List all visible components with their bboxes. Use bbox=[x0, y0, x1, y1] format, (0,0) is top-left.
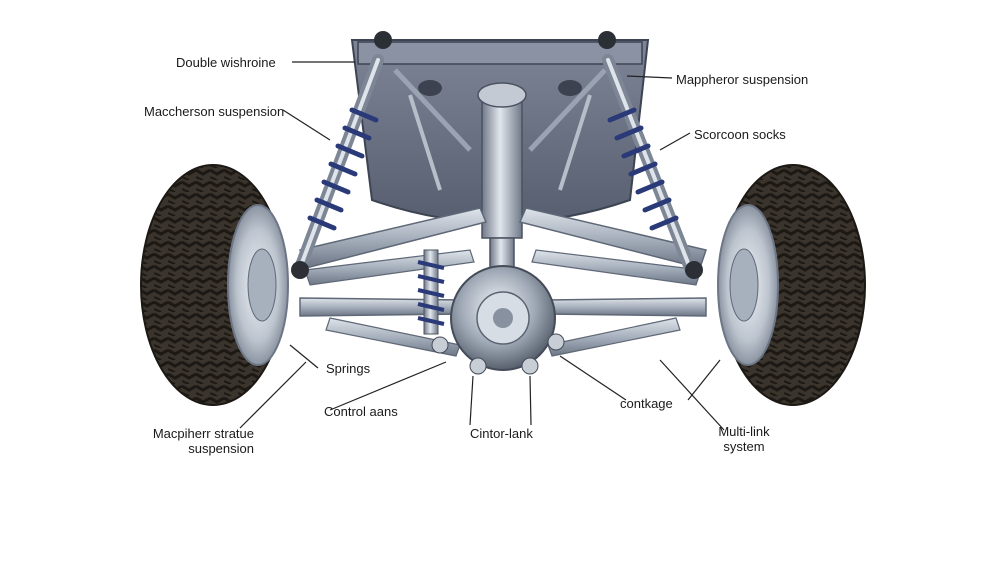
label-double-wishbone: Double wishroine bbox=[176, 55, 276, 70]
label-macpherson-left: Maccherson suspension bbox=[144, 104, 285, 119]
center-column bbox=[477, 82, 527, 279]
label-strut: Macpiherr stratue suspension bbox=[124, 426, 254, 456]
right-wheel bbox=[717, 164, 866, 406]
label-center-link: Cintor-lank bbox=[470, 426, 533, 441]
center-spring bbox=[417, 249, 445, 335]
label-shocks: Scorcoon socks bbox=[694, 127, 786, 142]
label-multi-link-line2: system bbox=[723, 439, 765, 454]
left-wheel bbox=[140, 164, 289, 406]
label-linkage: contkage bbox=[620, 396, 673, 411]
leader-lines bbox=[239, 61, 725, 431]
label-strut-line1: Macpiherr stratue bbox=[152, 426, 254, 441]
control-arms bbox=[299, 207, 707, 357]
differential-hub bbox=[431, 265, 565, 375]
label-multi-link-line1: Multi-link bbox=[718, 424, 770, 439]
label-control-arms: Control aans bbox=[324, 404, 398, 419]
label-macpherson-right: Mappheror suspension bbox=[676, 72, 809, 87]
label-springs: Springs bbox=[326, 361, 371, 376]
left-coilover bbox=[291, 31, 392, 279]
right-coilover bbox=[598, 31, 703, 279]
label-multi-link: Multi-link system bbox=[712, 424, 776, 454]
label-strut-line2: suspension bbox=[188, 441, 254, 456]
